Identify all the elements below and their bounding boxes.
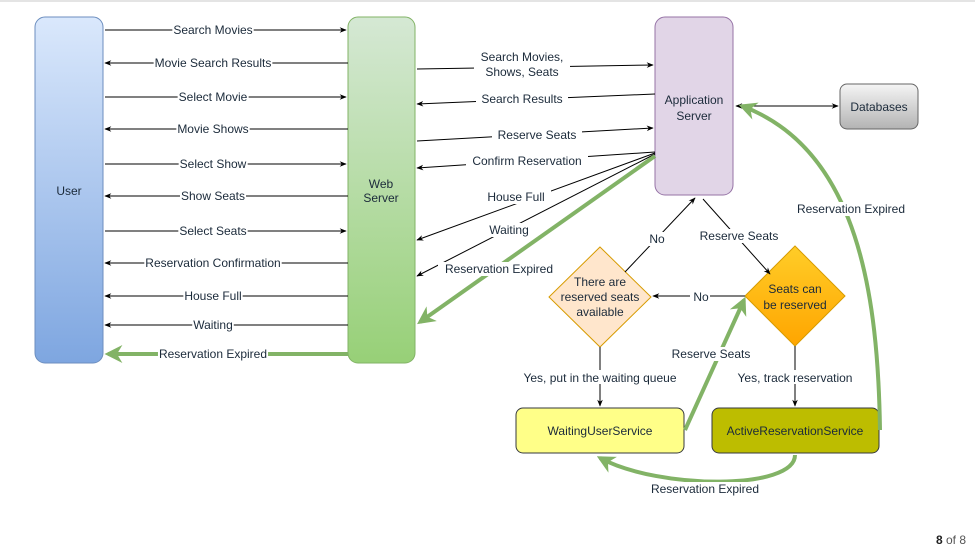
active-service-label: ActiveReservationService — [727, 424, 864, 438]
label-search-results: Search Results — [481, 92, 562, 106]
message-label: Show Seats — [181, 189, 245, 203]
label-reserve-seats-down: Reserve Seats — [700, 229, 779, 243]
user-label: User — [56, 184, 81, 198]
message-label: Search Movies — [173, 23, 252, 37]
decision-label-3: available — [576, 305, 624, 319]
label-confirm-reservation: Confirm Reservation — [472, 154, 581, 168]
message-label: Select Movie — [179, 90, 248, 104]
databases-node[interactable]: Databases — [839, 83, 919, 130]
waiting-user-service-node[interactable]: WaitingUserService — [515, 407, 685, 454]
web-server-label-1: Web — [369, 177, 394, 191]
label-expired-bottom: Reservation Expired — [651, 482, 759, 496]
databases-label: Databases — [850, 100, 907, 114]
message-label-bg — [177, 90, 249, 104]
arrow-reservation-expired-green — [417, 154, 657, 325]
arrow-waiting-reserve-green — [683, 296, 747, 431]
decision-label-1: There are — [574, 275, 626, 289]
page-current: 8 — [935, 533, 943, 547]
message-label-bg — [192, 318, 234, 332]
label-waiting: Waiting — [489, 223, 529, 237]
web-server-label-2: Server — [363, 191, 398, 205]
active-reservation-service-node[interactable]: ActiveReservationService — [711, 407, 880, 454]
reserved-seats-available-decision[interactable]: There are reserved seats available — [548, 246, 652, 348]
page-indicator: 8 of 8 — [936, 533, 966, 547]
application-server-node[interactable]: Application Server — [654, 16, 734, 196]
message-label: Movie Shows — [177, 122, 248, 136]
message-label-bg — [183, 289, 243, 303]
top-border — [0, 0, 975, 2]
message-label-bg — [178, 224, 248, 238]
message-label-bg — [157, 347, 269, 361]
label-no-left: No — [693, 290, 709, 304]
message-label-bg — [153, 56, 273, 70]
web-server-node[interactable]: Web Server — [347, 16, 416, 364]
message-label: Movie Search Results — [155, 56, 272, 70]
label-search-1: Search Movies, — [481, 50, 564, 64]
waiting-service-label: WaitingUserService — [548, 424, 653, 438]
user-node[interactable]: User — [34, 16, 104, 364]
message-label-bg — [144, 256, 282, 270]
label-yes-track: Yes, track reservation — [738, 371, 853, 385]
page-total: of 8 — [945, 533, 966, 547]
seats-can-be-reserved-decision[interactable]: Seats can be reserved — [744, 245, 846, 347]
label-yes-waiting: Yes, put in the waiting queue — [523, 371, 676, 385]
message-label: Select Show — [180, 157, 247, 171]
message-label: House Full — [184, 289, 241, 303]
message-label: Reservation Expired — [159, 347, 267, 361]
message-label-bg — [178, 157, 248, 171]
seats-decision-label-1: Seats can — [768, 282, 821, 296]
label-reserve-seats-green: Reserve Seats — [672, 347, 751, 361]
flow-arrows: Reserve Seats No No Yes, put in the wait… — [512, 102, 913, 496]
label-no-up: No — [649, 232, 665, 246]
arrow-active-expired-to-waiting-green — [596, 454, 797, 484]
arrow-waiting — [416, 153, 656, 277]
label-house-full: House Full — [487, 190, 544, 204]
label-search-2: Shows, Seats — [485, 65, 558, 79]
web-app-messages: Search Movies, Shows, Seats Search Resul… — [416, 48, 657, 325]
label-expired-right: Reservation Expired — [797, 202, 905, 216]
seats-decision-label-2: be reserved — [763, 298, 826, 312]
app-server-label-1: Application — [665, 93, 724, 107]
arrow-active-expired-to-app-green — [738, 102, 882, 431]
app-server-label-2: Server — [676, 109, 711, 123]
message-label: Reservation Confirmation — [145, 256, 280, 270]
message-label: Select Seats — [179, 224, 246, 238]
message-label-bg — [172, 23, 254, 37]
label-reservation-expired: Reservation Expired — [445, 262, 553, 276]
decision-label-2: reserved seats — [561, 290, 640, 304]
message-label-bg — [176, 122, 250, 136]
label-reserve-seats: Reserve Seats — [498, 128, 577, 142]
message-label-bg — [179, 189, 247, 203]
message-label: Waiting — [193, 318, 233, 332]
